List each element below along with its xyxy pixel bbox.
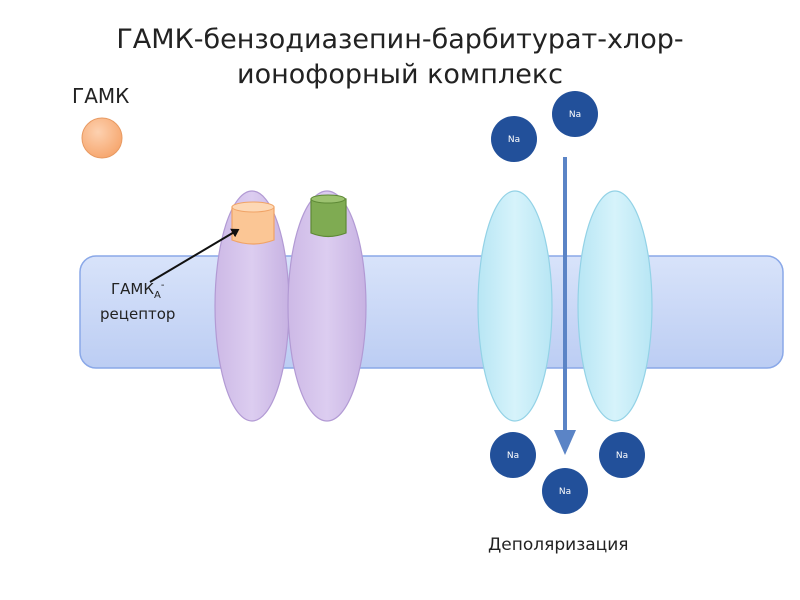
na-ion-label: Na: [507, 451, 519, 461]
receptor-pointer-arrow: [149, 228, 240, 283]
na-ion-bottom-left: Na: [490, 432, 536, 478]
na-ion-top-left: Na: [491, 116, 537, 162]
gaba-molecule: [81, 117, 123, 159]
gaba-receptor-subunit-right: [287, 190, 367, 422]
title-line-1: ГАМК-бензодиазепин-барбитурат-хлор-: [116, 24, 684, 55]
ion-channel-right: [577, 190, 653, 422]
benzodiazepine-site-rim: [310, 194, 346, 204]
gaba-binding-site-rim: [231, 201, 275, 213]
na-ion-label: Na: [569, 110, 581, 120]
title-line-2: ионофорный комплекс: [237, 59, 563, 90]
na-ion-bottom-right: Na: [599, 432, 645, 478]
na-ion-top-right: Na: [552, 91, 598, 137]
na-ion-label: Na: [559, 487, 571, 497]
depolarization-label: Деполяризация: [488, 535, 629, 555]
cell-membrane: [79, 255, 784, 369]
receptor-label-subscript: А: [154, 290, 161, 301]
gaba-label: ГАМК: [72, 84, 130, 108]
receptor-label-superscript: -: [160, 280, 165, 291]
receptor-label-main: ГАМК: [110, 280, 154, 298]
na-ion-bottom-center: Na: [542, 468, 588, 514]
ion-channel-left: [477, 190, 553, 422]
diagram-title: ГАМК-бензодиазепин-барбитурат-хлор- ионо…: [0, 22, 800, 92]
receptor-label-line2: рецептор: [100, 305, 176, 323]
sodium-flow-arrow-head: [554, 430, 576, 455]
na-ion-label: Na: [616, 451, 628, 461]
gaba-a-receptor-label: ГАМКА- рецептор: [100, 276, 175, 324]
na-ion-label: Na: [508, 135, 520, 145]
